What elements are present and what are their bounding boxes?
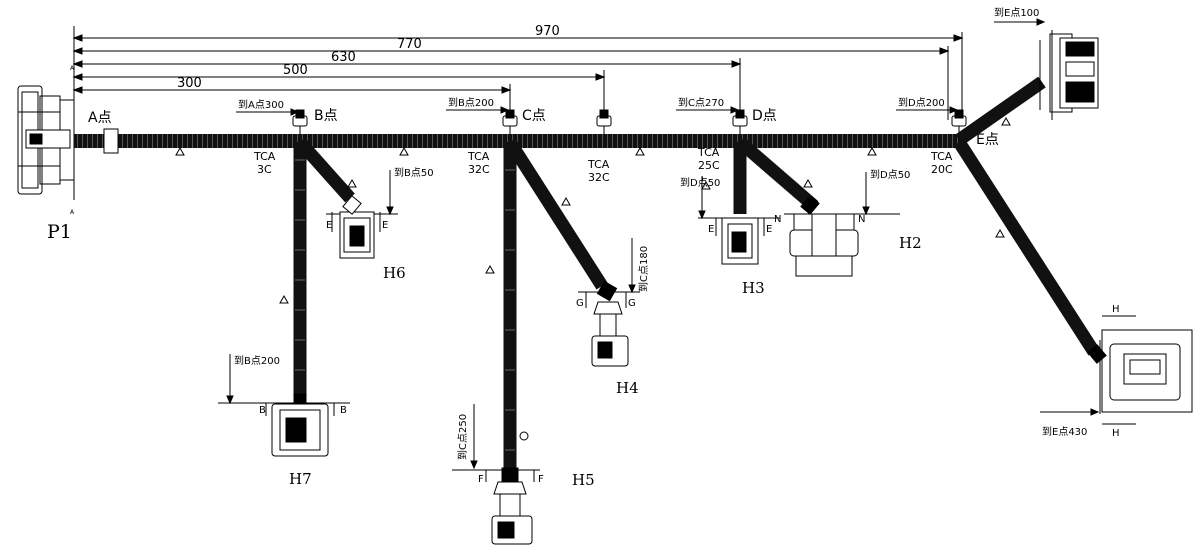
note-to-a-300: 到A点300: [238, 99, 284, 111]
clip-d-icon: [732, 109, 748, 134]
tca-mid-line1: TCA: [587, 158, 610, 171]
h2-section-n-left: N: [774, 214, 781, 225]
h7-section-b-left: B: [259, 405, 266, 416]
right-section-h-bottom: H: [1112, 428, 1120, 439]
note-to-e-100: 到E点100: [994, 7, 1039, 19]
h2-note: 到D点50: [870, 169, 910, 181]
point-a-clamp: [103, 128, 119, 154]
clip-e-icon: [951, 109, 967, 134]
right-note: 到E点430: [1042, 426, 1087, 438]
h2-section-n-right: N: [858, 214, 865, 225]
h2-connector: [784, 195, 900, 277]
note-to-c-270: 到C点270: [678, 97, 724, 109]
dim-500: 500: [283, 63, 308, 78]
dim-970: 970: [535, 24, 560, 39]
point-c-label: C点: [522, 108, 546, 124]
h7-label: H7: [289, 470, 312, 488]
h7-note-arrow: [226, 354, 234, 405]
h7-note: 到B点200: [234, 355, 280, 367]
dim-770: 770: [397, 37, 422, 52]
upper-right-connector: [1039, 30, 1099, 120]
p1-connector: [17, 85, 75, 195]
tca-b-line1: TCA: [253, 150, 276, 163]
h5-label: H5: [572, 471, 595, 489]
right-note-arrow: [1040, 408, 1100, 416]
point-e-label: E点: [976, 132, 999, 148]
h4-note-arrow: [628, 238, 636, 294]
branch-h2: [735, 137, 819, 211]
tca-c-line1: TCA: [467, 150, 490, 163]
branch-conduits: [293, 76, 1100, 468]
tca-b-line2: 3C: [257, 163, 272, 176]
point-a-label: A点: [88, 110, 112, 126]
right-section-h-top: H: [1112, 304, 1120, 315]
h6-note: 到B点50: [394, 167, 434, 179]
h5-note-arrow: [470, 404, 478, 470]
h4-note: 到C点180: [638, 246, 650, 292]
h5-section-f-left: F: [478, 474, 484, 485]
clip-b-icon: [292, 109, 308, 134]
h2-note-arrow: [862, 172, 870, 216]
h6-note-arrow: [386, 170, 394, 216]
note-to-b-200: 到B点200: [448, 97, 494, 109]
tca-d-line1: TCA: [697, 146, 720, 159]
h3-connector: [698, 217, 780, 265]
h5-note: 到C点250: [457, 414, 469, 460]
point-d-label: D点: [752, 108, 777, 124]
p1-section-a-bottom: A: [70, 209, 75, 216]
h4-label: H4: [616, 379, 639, 397]
h6-section-e-right: E: [382, 220, 388, 231]
h7-section-b-right: B: [340, 405, 347, 416]
tca-mid-line2: 32C: [588, 171, 610, 184]
h4-section-g-right: G: [628, 298, 636, 309]
h3-note: 到D点50: [680, 177, 720, 189]
h3-label: H3: [742, 279, 765, 297]
dim-300: 300: [177, 76, 202, 91]
h3-section-e-right: E: [766, 224, 772, 235]
dim-630: 630: [331, 50, 356, 65]
point-b-label: B点: [314, 108, 338, 124]
clip-c-icon: [502, 109, 518, 134]
triangle-markers: [175, 116, 1011, 304]
trunk-note-arrows: [236, 18, 1046, 116]
branch-ribs: [295, 159, 515, 451]
tca-e-line2: 20C: [931, 163, 953, 176]
tca-c-line2: 32C: [468, 163, 490, 176]
h6-section-e-left: E: [326, 220, 332, 231]
h6-connector: [326, 195, 398, 259]
branch-h4: [504, 138, 608, 290]
lower-right-connector: [1087, 315, 1193, 425]
h4-section-g-left: G: [576, 298, 584, 309]
branch-e-down: [953, 138, 1100, 356]
h2-label: H2: [899, 234, 922, 252]
clip-mid-icon: [596, 109, 612, 134]
note-to-d-200: 到D点200: [898, 97, 945, 109]
h3-section-e-left: E: [708, 224, 714, 235]
tca-e-line1: TCA: [930, 150, 953, 163]
branch-h6: [295, 137, 355, 203]
p1-section-a-top: A: [70, 65, 75, 72]
p1-label: P1: [47, 221, 72, 243]
h3-note-arrow: [698, 176, 706, 220]
tca-d-line2: 25C: [698, 159, 720, 172]
branch-e-up: [955, 76, 1046, 146]
h7-connector: [218, 393, 350, 457]
h4-connector: [578, 280, 640, 367]
h6-label: H6: [383, 264, 406, 282]
h5-connector: [452, 431, 540, 545]
h5-section-f-right: F: [538, 474, 544, 485]
dimension-lines: [72, 26, 964, 200]
trunk-clips: [292, 109, 967, 134]
